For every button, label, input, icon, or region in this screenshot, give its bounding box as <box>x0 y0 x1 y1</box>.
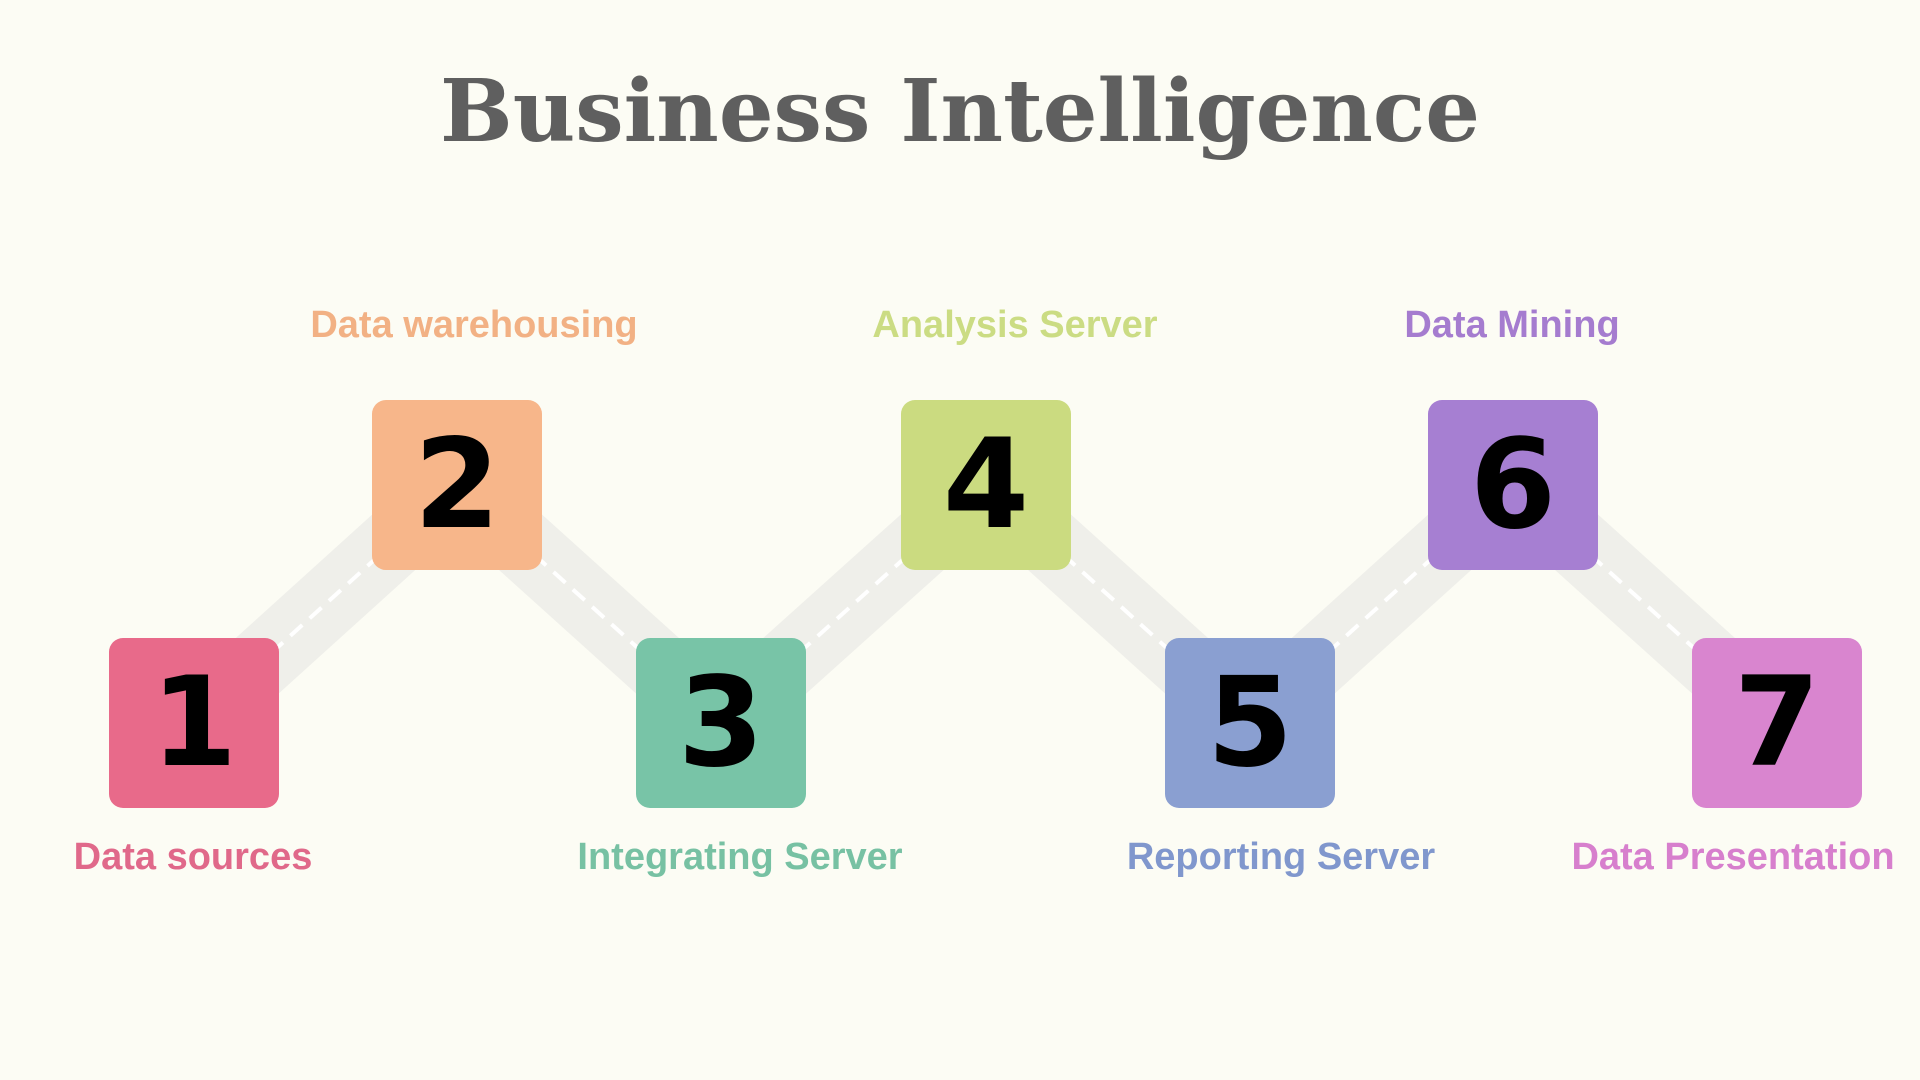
diagram-title: Business Intelligence <box>440 61 1480 162</box>
step-1-number: 1 <box>150 651 238 795</box>
step-7-number: 7 <box>1733 651 1821 795</box>
step-2-box: 2 <box>372 400 542 570</box>
step-1-box: 1 <box>109 638 279 808</box>
step-4-box: 4 <box>901 400 1071 570</box>
step-7-box: 7 <box>1692 638 1862 808</box>
step-4-number: 4 <box>942 413 1030 557</box>
step-3-label: Integrating Server <box>577 836 903 878</box>
step-5-label: Reporting Server <box>1126 836 1436 878</box>
step-7-label: Data Presentation <box>1571 836 1895 878</box>
step-6-box: 6 <box>1428 400 1598 570</box>
step-4-label: Analysis Server <box>872 304 1158 346</box>
step-6-number: 6 <box>1469 413 1557 557</box>
step-5-box: 5 <box>1165 638 1335 808</box>
step-5-number: 5 <box>1206 651 1294 795</box>
step-2-number: 2 <box>413 413 501 557</box>
step-3-number: 3 <box>677 651 765 795</box>
step-2-label: Data warehousing <box>310 304 638 346</box>
step-1-label: Data sources <box>73 836 313 878</box>
step-3-box: 3 <box>636 638 806 808</box>
step-6-label: Data Mining <box>1404 304 1620 346</box>
